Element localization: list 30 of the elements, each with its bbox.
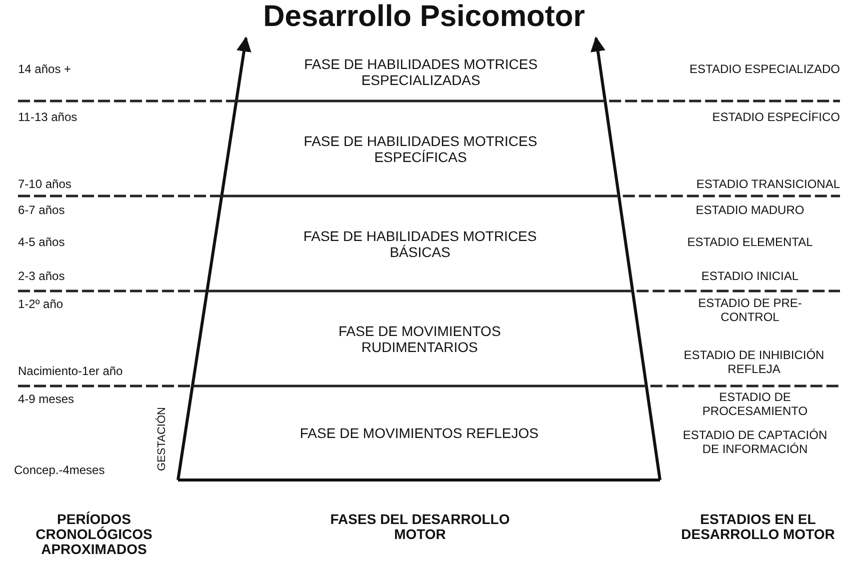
column-heading: ESTADIOS EN EL DESARROLLO MOTOR: [680, 512, 836, 542]
age-label: 2-3 años: [18, 269, 66, 283]
stage-label: ESTADIO MADURO: [694, 203, 806, 217]
title: Desarrollo Psicomotor: [262, 0, 586, 34]
column-heading: PERÍODOS CRONOLÓGICOS APROXIMADOS: [34, 512, 154, 557]
age-label: 1-2º año: [18, 297, 64, 311]
vertical-label: GESTACIÓN: [156, 407, 168, 471]
age-label: Nacimiento-1er año: [18, 364, 124, 378]
stage-label: ESTADIO DE CAPTACIÓN DE INFORMACIÓN: [682, 428, 828, 456]
stage-label: ESTADIO DE INHIBICIÓN REFLEJA: [682, 348, 826, 376]
age-label: 4-5 años: [18, 235, 66, 249]
phase-label: FASE DE MOVIMIENTOS RUDIMENTARIOS: [337, 322, 502, 354]
stage-label: ESTADIO ESPECÍFICO: [711, 110, 840, 124]
stage-label: ESTADIO DE PRE-CONTROL: [697, 296, 803, 324]
phase-label: FASE DE HABILIDADES MOTRICES ESPECIALIZADAS: [303, 56, 539, 88]
age-label: Concep.-4meses: [14, 463, 106, 477]
stage-label: ESTADIO DE PROCESAMIENTO: [701, 390, 809, 418]
age-label: 7-10 años: [18, 177, 72, 191]
stage-label: ESTADIO INICIAL: [700, 269, 800, 283]
age-label: 4-9 meses: [18, 392, 76, 406]
column-heading: FASES DEL DESARROLLO MOTOR: [329, 512, 511, 542]
age-label: 6-7 años: [18, 203, 66, 217]
phase-label: FASE DE HABILIDADES MOTRICES BÁSICAS: [302, 228, 538, 260]
age-label: 14 años +: [18, 62, 72, 76]
phase-label: FASE DE HABILIDADES MOTRICES ESPECÍFICAS: [302, 132, 538, 164]
stage-label: ESTADIO TRANSICIONAL: [695, 177, 840, 191]
phase-label: FASE DE MOVIMIENTOS REFLEJOS: [300, 425, 538, 441]
stage-label: ESTADIO ESPECIALIZADO: [688, 62, 840, 76]
age-label: 11-13 años: [18, 110, 78, 124]
stage-label: ESTADIO ELEMENTAL: [686, 235, 814, 249]
